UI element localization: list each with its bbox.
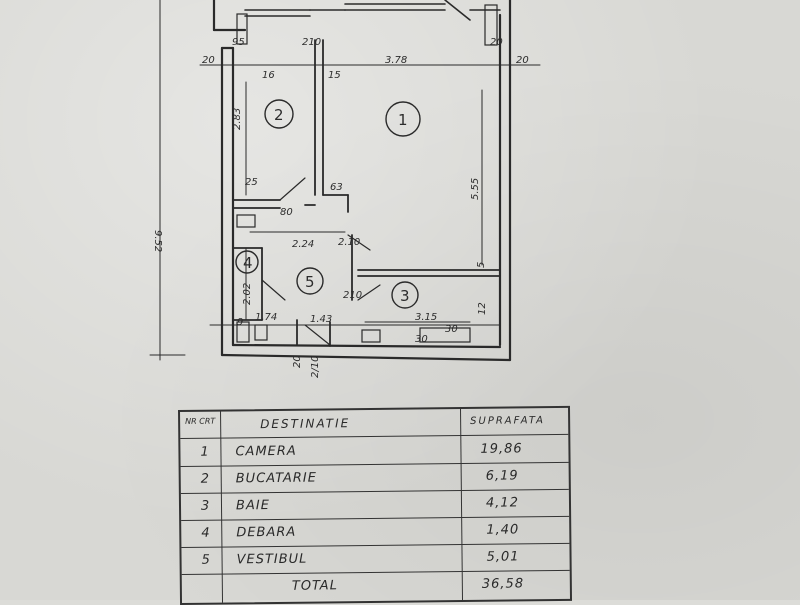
outer-walls bbox=[212, 0, 512, 362]
row-area: 5,01 bbox=[486, 549, 520, 565]
dim-315: 3.15 bbox=[415, 312, 437, 323]
dim-210b: 2.10 bbox=[338, 237, 360, 248]
row-name: CAMERA bbox=[235, 443, 297, 460]
wall-bottom-outer bbox=[220, 353, 512, 362]
dim-174: 1.74 bbox=[255, 312, 277, 323]
table-row: 3 BAIE 4,12 bbox=[180, 489, 570, 521]
dim-210c: 2/10 bbox=[310, 356, 321, 378]
room-1-circle bbox=[385, 101, 421, 137]
table-row: 4 DEBARA 1,40 bbox=[181, 516, 570, 548]
dim-width-main: 3.78 bbox=[385, 55, 407, 66]
dim-20d: 20 bbox=[490, 37, 503, 48]
room-label-2: 2 bbox=[274, 106, 284, 124]
table-row: 2 BUCATARIE 6,19 bbox=[180, 462, 569, 494]
dim-202: 2.02 bbox=[242, 283, 253, 305]
dim-top-16: 16 bbox=[262, 70, 275, 81]
dim-20c: 20 bbox=[292, 355, 303, 368]
table-row: 1 CAMERA 19,86 bbox=[180, 435, 569, 467]
row-nr: 1 bbox=[200, 444, 210, 460]
dim-left-20: 20 bbox=[202, 55, 215, 66]
room-label-3: 3 bbox=[400, 287, 410, 305]
dim-5: 5 bbox=[476, 262, 487, 268]
row-name: DEBARA bbox=[236, 524, 297, 541]
dim-143: 1.43 bbox=[310, 314, 332, 325]
total-value: 36,58 bbox=[481, 576, 525, 592]
room-4-circle bbox=[235, 250, 259, 274]
dim-25: 25 bbox=[245, 177, 258, 188]
total-label: TOTAL bbox=[291, 578, 338, 594]
fixtures bbox=[236, 4, 498, 343]
top-wall bbox=[244, 0, 501, 21]
room-5-circle bbox=[296, 267, 324, 295]
row-name: BUCATARIE bbox=[235, 470, 317, 487]
dim-30b: 30 bbox=[445, 324, 458, 335]
room-2-circle bbox=[264, 99, 294, 129]
dim-210a: 210 bbox=[302, 37, 321, 48]
dim-210d: 210 bbox=[343, 290, 362, 301]
dim-h-555: 5.55 bbox=[470, 178, 481, 200]
dim-height-952: 9.52 bbox=[152, 230, 163, 252]
table-total-row: TOTAL 36,58 bbox=[182, 571, 570, 601]
dim-224: 2.24 bbox=[292, 239, 314, 250]
door-swings bbox=[261, 177, 381, 346]
header-destinatie: DESTINATIE bbox=[260, 416, 351, 432]
wall-bottom-inner bbox=[231, 343, 502, 349]
row-area: 4,12 bbox=[485, 495, 520, 511]
dim-80: 80 bbox=[280, 207, 293, 218]
dim-30a: 30 bbox=[415, 334, 428, 345]
interior-walls bbox=[232, 39, 501, 347]
row-area: 6,19 bbox=[485, 468, 519, 484]
header-suprafata: SUPRAFATA bbox=[470, 415, 545, 427]
table-header-row: NR CRT DESTINATIE SUPRAFATA bbox=[180, 407, 569, 439]
row-nr: 3 bbox=[200, 498, 211, 514]
dim-12: 12 bbox=[477, 302, 488, 315]
row-nr: 5 bbox=[201, 552, 211, 568]
room-label-5: 5 bbox=[305, 273, 315, 291]
room-3-circle bbox=[391, 281, 419, 309]
dim-top-15: 15 bbox=[328, 70, 341, 81]
dim-9: 9 bbox=[237, 317, 243, 328]
row-nr: 2 bbox=[200, 471, 211, 487]
dim-63: 63 bbox=[330, 182, 343, 193]
row-area: 19,86 bbox=[480, 441, 523, 457]
dim-95: 95 bbox=[232, 37, 245, 48]
row-nr: 4 bbox=[201, 525, 211, 541]
table-row: 5 VESTIBUL 5,01 bbox=[181, 543, 570, 575]
dim-h-283: 2.83 bbox=[232, 108, 243, 130]
area-table: NR CRT DESTINATIE SUPRAFATA 1 CAMERA 19,… bbox=[178, 405, 573, 605]
row-name: VESTIBUL bbox=[236, 551, 308, 568]
room-label-4: 4 bbox=[243, 254, 253, 272]
dim-right-20: 20 bbox=[516, 55, 529, 66]
row-name: BAIE bbox=[235, 498, 270, 514]
room-label-1: 1 bbox=[398, 111, 408, 129]
row-area: 1,40 bbox=[486, 522, 520, 538]
